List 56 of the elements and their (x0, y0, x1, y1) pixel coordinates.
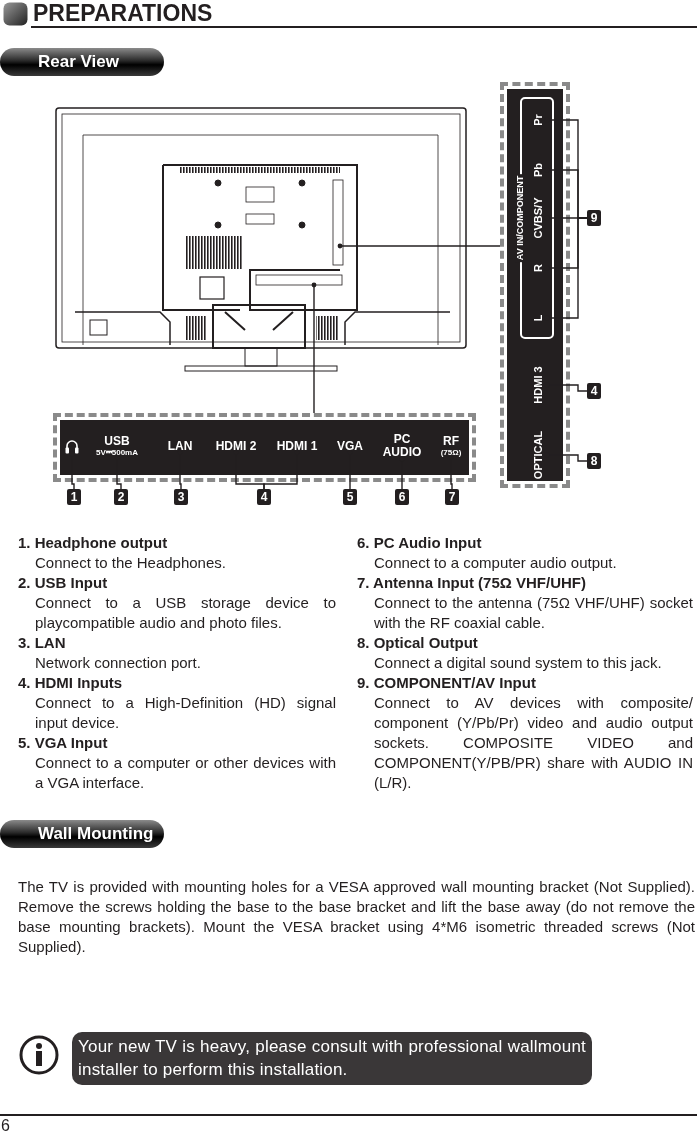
callout-number: 8 (587, 453, 601, 469)
item-description: Connect to AV devices with composite/ component (Y/Pb/Pr) video and audio output sockets. COMPOSITE VIDEO and COMPONENT(Y/PB/PR) share with AUDIO IN (L/R). (373, 693, 693, 793)
item-description: Connect to a High-Definition (HD) signal input device. (34, 693, 336, 733)
port-rating: 5V⎓500mA (96, 447, 138, 458)
port-label: Pb (529, 162, 547, 178)
port-label: LAN (167, 439, 193, 453)
note-box: Your new TV is heavy, please consult with professional wallmount installer to perform this installation. (72, 1032, 592, 1085)
section-tab: Rear View (0, 48, 164, 76)
callout-number: 2 (114, 489, 128, 505)
item-heading: 3. LAN (18, 633, 67, 653)
item-heading: 6. PC Audio Input (357, 533, 483, 553)
group-heading: AV IN/COMPONENT (515, 173, 525, 263)
port-label: RF (442, 434, 460, 448)
port-label: PC AUDIO (382, 433, 422, 459)
item-description: Connect to a computer or other devices with a VGA interface. (34, 753, 336, 793)
item-heading: 9. COMPONENT/AV Input (357, 673, 537, 693)
item-heading: 8. Optical Output (357, 633, 479, 653)
callout-number: 1 (67, 489, 81, 505)
leader-line (311, 282, 317, 414)
port-label: L (529, 314, 547, 322)
item-heading: 7. Antenna Input (75Ω VHF/UHF) (357, 573, 587, 593)
callout-number: 4 (587, 383, 601, 399)
section-tab: Wall Mounting (0, 820, 164, 848)
item-description: Connect to a computer audio output. (373, 553, 618, 573)
item-description: Connect to the Headphones. (34, 553, 227, 573)
item-heading: 4. HDMI Inputs (18, 673, 124, 693)
port-label: VGA (337, 439, 363, 453)
item-heading: 2. USB Input (18, 573, 109, 593)
callout-number: 4 (257, 489, 271, 505)
callout-number: 5 (343, 489, 357, 505)
port-rating: (75Ω) (440, 447, 462, 458)
port-label: USB (103, 434, 131, 448)
port-label: HDMI 3 (529, 366, 547, 404)
page-number: 6 (1, 1117, 10, 1135)
callout-number: 3 (174, 489, 188, 505)
item-description: Connect to a USB storage device to playcompatible audio and photo files. (34, 593, 336, 633)
item-description: Network connection port. (34, 653, 202, 673)
port-label: R (529, 264, 547, 272)
callout-number: 7 (445, 489, 459, 505)
port-label: HDMI 2 (215, 439, 257, 453)
port-label: Pr (529, 114, 547, 126)
port-label: OPTICAL (529, 430, 547, 480)
paragraph: The TV is provided with mounting holes for a VESA approved wall mounting bracket (Not Supplied). Remove the screws holding the base to the base bracket and lift the base away (do not remove the base mounting brackets). Mount the VESA bracket using 4*M6 isometric threaded screws (Not Supplied). (18, 877, 695, 957)
leader-line (337, 243, 501, 249)
headphone-icon (65, 439, 79, 454)
port-label: HDMI 1 (276, 439, 318, 453)
item-heading: 5. VGA Input (18, 733, 109, 753)
connector-panel (500, 82, 570, 488)
callout-number: 9 (587, 210, 601, 226)
item-heading: 1. Headphone output (18, 533, 169, 553)
callout-number: 6 (395, 489, 409, 505)
port-label: CVBS/Y (529, 197, 547, 239)
item-description: Connect to the antenna (75Ω VHF/UHF) socket with the RF coaxial cable. (373, 593, 693, 633)
page-title: PREPARATIONS (33, 0, 213, 26)
item-description: Connect a digital sound system to this jack. (373, 653, 663, 673)
connector-panel (53, 413, 476, 482)
